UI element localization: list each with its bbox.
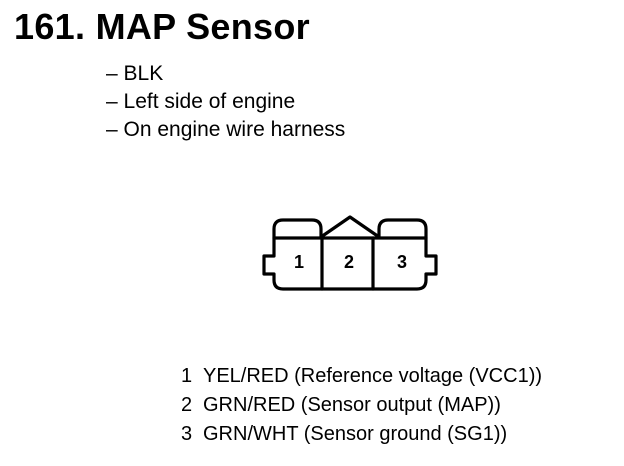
pin-label-2: 2 <box>344 252 354 272</box>
pin-description: YEL/RED (Reference voltage (VCC1)) <box>203 365 543 387</box>
pin-row: 3 GRN/WHT (Sensor ground (SG1)) <box>181 420 542 449</box>
pin-description: GRN/WHT (Sensor ground (SG1)) <box>203 423 508 445</box>
pin-label-1: 1 <box>294 252 304 272</box>
pin-row: 2 GRN/RED (Sensor output (MAP)) <box>181 391 542 420</box>
pin-label-3: 3 <box>397 252 407 272</box>
detail-location: – Left side of engine <box>106 90 296 113</box>
detail-harness: – On engine wire harness <box>106 118 346 141</box>
pin-description: GRN/RED (Sensor output (MAP)) <box>203 394 501 416</box>
connector-outline <box>262 215 438 291</box>
pin-number: 3 <box>181 423 193 445</box>
connector-diagram: 1 2 3 <box>262 215 438 291</box>
pin-number: 2 <box>181 394 193 416</box>
pin-number: 1 <box>181 365 193 387</box>
detail-color: – BLK <box>106 62 164 85</box>
pin-row: 1 YEL/RED (Reference voltage (VCC1)) <box>181 362 542 391</box>
connector-details: – BLK – Left side of engine – On engine … <box>106 60 345 144</box>
page-title: 161. MAP Sensor <box>14 6 310 47</box>
